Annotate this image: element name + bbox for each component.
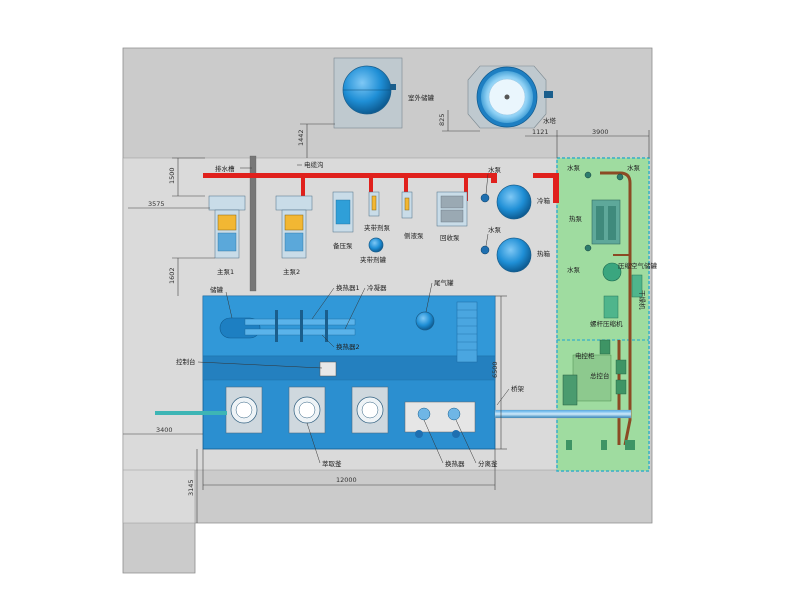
dim-12000: 12000 — [336, 476, 357, 484]
heat-exchanger-2-label: 换热器2 — [336, 342, 360, 351]
main-control-cabinet-label: 总控台 — [590, 371, 610, 380]
green-water-pump-3-label: 水泵 — [567, 265, 581, 274]
compressed-air-tank-label: 压缩空气储罐 — [618, 261, 658, 270]
water-tower — [467, 65, 553, 129]
green-water-pump-1-label: 水泵 — [567, 163, 581, 172]
dim-1500: 1500 — [168, 167, 176, 184]
tail-gas-tank-label: 尾气罐 — [434, 278, 454, 287]
heat-pump-label: 热泵 — [569, 214, 583, 223]
green-water-pump-2-label: 水泵 — [627, 163, 641, 172]
cold-tank — [496, 184, 532, 220]
standby-pump-label: 备压泵 — [333, 241, 353, 250]
main-pump-2-label: 主泵2 — [283, 267, 300, 276]
dim-6500: 6500 — [491, 361, 499, 378]
hot-tank-label: 热箱 — [537, 249, 551, 258]
dim-1121: 1121 — [532, 128, 549, 136]
water-pump-b-label: 水泵 — [488, 225, 502, 234]
cable-trench-label: 电缆沟 — [304, 160, 324, 169]
dimension-lines — [123, 110, 650, 523]
recovery-pump-label: 回收泵 — [440, 233, 460, 242]
green-utility-zone — [556, 157, 650, 472]
main-pump-1-label: 主泵1 — [217, 267, 234, 276]
storage-tank-label: 储罐 — [210, 285, 224, 294]
dryer-label: 干燥机 — [638, 290, 647, 310]
water-pump-a-label: 水泵 — [488, 165, 502, 174]
condenser-label: 冷凝器 — [367, 283, 387, 292]
dim-3900: 3900 — [592, 128, 609, 136]
dim-1602: 1602 — [168, 267, 176, 284]
chiller-tank-label: 夹带剂罐 — [360, 255, 387, 264]
dim-825: 825 — [438, 114, 446, 126]
cable-trench — [203, 173, 559, 207]
chiller-tank — [368, 237, 384, 253]
extraction-platform — [202, 295, 496, 450]
chiller-pump-label: 夹带剂泵 — [364, 223, 391, 232]
drain-tank-label: 排水槽 — [215, 164, 235, 173]
control-desk-label: 控制台 — [176, 357, 196, 366]
drain-channel — [249, 155, 257, 292]
outdoor-tank — [333, 57, 403, 129]
bridge-label: 桥架 — [511, 384, 525, 393]
dim-1442: 1442 — [297, 129, 305, 146]
water-tower-label: 水塔 — [543, 116, 557, 125]
main-pump-2 — [275, 195, 313, 259]
heat-exchanger-label: 换热器 — [445, 459, 465, 468]
recovery-pump — [436, 191, 468, 227]
side-pump — [401, 191, 413, 219]
extraction-kettle-label: 萃取釜 — [322, 459, 342, 468]
bridge-pipe — [494, 409, 632, 419]
inlet-water-pipe — [155, 411, 227, 415]
water-pump-a-icon — [480, 193, 490, 203]
hot-tank — [496, 237, 532, 273]
water-pump-b-icon — [480, 245, 490, 255]
dim-3400: 3400 — [156, 426, 173, 434]
dim-3145: 3145 — [187, 479, 195, 496]
screw-compressor-label: 螺杆压缩机 — [590, 319, 623, 328]
separation-kettle-label: 分离釜 — [478, 459, 498, 468]
outdoor-tank-label: 室外储罐 — [408, 93, 435, 102]
main-pump-1 — [208, 195, 246, 259]
chiller-pump — [368, 191, 380, 217]
heat-exchanger-1-label: 换热器1 — [336, 283, 360, 292]
electric-cabinet-label: 电控柜 — [575, 351, 595, 360]
cold-tank-label: 冷箱 — [537, 196, 551, 205]
dim-3575: 3575 — [148, 200, 165, 208]
side-pump-label: 侧液泵 — [404, 231, 424, 240]
standby-pump — [332, 191, 354, 233]
